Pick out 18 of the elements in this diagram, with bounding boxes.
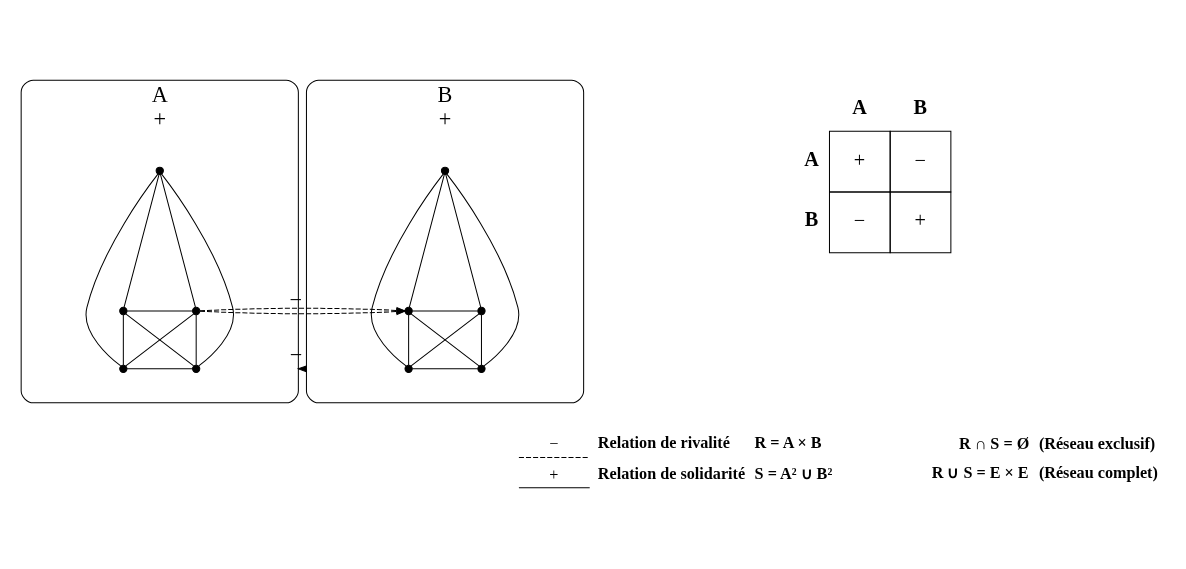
label: −	[853, 208, 866, 231]
label: (Réseau complet)	[1038, 463, 1158, 481]
label: B	[804, 207, 819, 230]
label: +	[914, 208, 926, 231]
label: A	[852, 95, 867, 118]
label: R ∪ S = E × E	[931, 463, 1029, 481]
label: S = A² ∪ B²	[754, 464, 833, 482]
label: B	[913, 95, 927, 118]
label: −	[549, 434, 559, 452]
label: −	[914, 148, 926, 171]
label: +	[549, 465, 559, 483]
legend-label: Relation de solidarité	[597, 464, 746, 482]
label: (Réseau exclusif)	[1038, 434, 1156, 452]
label: +	[853, 148, 866, 171]
legend-label: Relation de rivalité	[597, 433, 730, 451]
label: R ∩ S = Ø	[958, 434, 1030, 452]
label: R = A × B	[754, 433, 822, 451]
label: A	[804, 147, 819, 170]
